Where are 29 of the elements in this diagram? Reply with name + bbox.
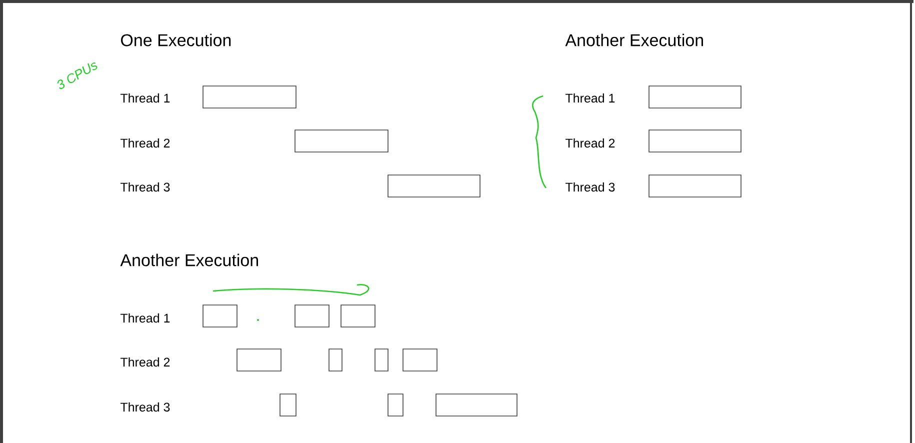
section-heading: Another Execution	[565, 34, 703, 46]
execution-bar	[388, 394, 404, 416]
thread-label: Thread 2	[566, 138, 615, 148]
section-heading: Another Execution	[120, 254, 258, 266]
thread-label: Thread 2	[120, 138, 170, 148]
thread-label: Thread 1	[566, 93, 615, 103]
execution-bar	[328, 348, 342, 372]
section-heading: One Execution	[121, 34, 231, 46]
execution-bar	[648, 174, 742, 198]
handwritten-note: 3 CPUs	[58, 62, 98, 89]
execution-bar	[436, 394, 518, 416]
thread-label: Thread 1	[120, 313, 170, 323]
execution-bar	[294, 130, 388, 152]
execution-bar	[236, 348, 282, 372]
execution-bar	[294, 304, 330, 328]
thread-label: Thread 3	[120, 182, 170, 192]
thread-label: Thread 1	[120, 93, 170, 103]
execution-bar	[202, 86, 296, 108]
thread-label: Thread 2	[120, 357, 170, 367]
execution-bar	[374, 348, 388, 372]
execution-bar	[648, 130, 742, 152]
execution-bar	[388, 174, 480, 198]
execution-bar	[340, 304, 376, 328]
thread-label: Thread 3	[120, 402, 170, 412]
execution-bar	[202, 304, 238, 328]
thread-label: Thread 3	[566, 182, 615, 192]
execution-bar	[648, 86, 742, 108]
execution-bar	[280, 394, 296, 416]
execution-bar	[402, 348, 438, 372]
